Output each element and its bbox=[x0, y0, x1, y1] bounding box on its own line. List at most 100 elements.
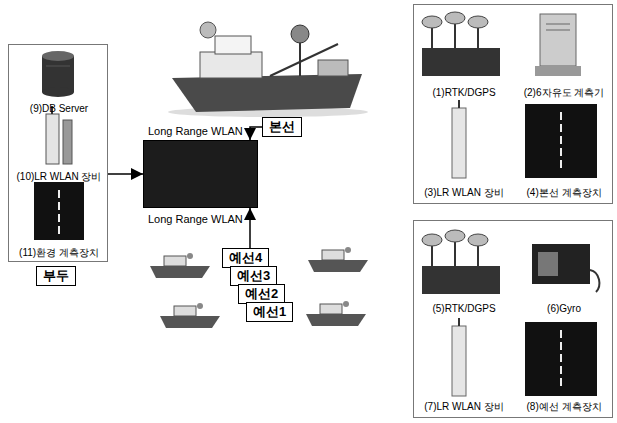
drawing-part bbox=[532, 244, 590, 284]
node-label: 예선3 bbox=[237, 268, 270, 284]
drawing-part bbox=[164, 256, 186, 266]
drawing-part bbox=[546, 30, 570, 31]
drawing-part bbox=[452, 326, 466, 396]
tugboat-picture bbox=[150, 253, 210, 278]
drawing-part bbox=[58, 190, 60, 234]
drawing-part bbox=[200, 22, 216, 38]
drawing-part bbox=[215, 36, 251, 54]
equipment-caption: (6)Gyro bbox=[514, 303, 614, 315]
drawing-part bbox=[431, 28, 433, 48]
equipment-caption: (9)DB Server bbox=[9, 103, 109, 115]
drawing-part bbox=[445, 230, 465, 242]
drawing-part bbox=[422, 266, 500, 294]
computer-icon bbox=[535, 14, 581, 76]
drawing-part bbox=[172, 74, 362, 112]
drawing-part bbox=[477, 246, 479, 266]
drawing-part bbox=[458, 100, 460, 108]
drawing-part bbox=[174, 306, 196, 316]
drawing-part bbox=[197, 303, 203, 309]
drawing-part bbox=[150, 266, 210, 278]
drawing-part bbox=[291, 25, 309, 43]
drawing-part bbox=[445, 12, 465, 24]
gps-receiver-icon bbox=[422, 12, 500, 76]
link-label: Long Range WLAN bbox=[148, 213, 243, 226]
tugboat-picture bbox=[308, 247, 368, 272]
tug-label: 예선2 bbox=[238, 284, 285, 304]
equipment-caption: (10)LR WLAN 장비 bbox=[9, 171, 109, 183]
equipment-caption: (3)LR WLAN 장비 bbox=[414, 187, 514, 199]
gyro-icon bbox=[532, 244, 599, 292]
drawing-part bbox=[468, 16, 488, 28]
drawing-part bbox=[42, 87, 74, 97]
drawing-part bbox=[299, 42, 301, 76]
drawing-part bbox=[525, 322, 597, 396]
wlan-device-icon bbox=[452, 318, 466, 396]
monitor-icon bbox=[525, 322, 597, 396]
equipment-panel: (9)DB Server (10)LR WLAN 장비 (11)환경 계측장치 bbox=[8, 44, 108, 262]
drawing-part bbox=[590, 270, 599, 292]
drawing-part bbox=[458, 318, 460, 326]
tugboat-picture bbox=[160, 303, 220, 328]
monitor-icon bbox=[34, 182, 84, 240]
drawing-part bbox=[345, 247, 351, 253]
wlan-device-icon bbox=[46, 106, 72, 164]
wlan-device-icon bbox=[452, 100, 466, 178]
drawing-part bbox=[46, 114, 59, 164]
drawing-part bbox=[63, 120, 72, 164]
drawing-part bbox=[560, 330, 562, 388]
node-label: 예선1 bbox=[253, 304, 286, 320]
monitor-icon bbox=[525, 104, 597, 178]
drawing-part bbox=[308, 260, 368, 272]
drawing-part bbox=[535, 66, 581, 76]
drawing-part bbox=[477, 28, 479, 48]
drawing-part bbox=[318, 60, 348, 76]
drawing-part bbox=[200, 52, 262, 78]
drawing-part bbox=[560, 112, 562, 170]
equipment-caption: (7)LR WLAN 장비 bbox=[414, 401, 514, 413]
drawing-part bbox=[34, 182, 84, 240]
wireless-link-arrow bbox=[108, 173, 143, 175]
tug-label: 예선1 bbox=[246, 302, 293, 322]
drawing-part bbox=[306, 314, 366, 326]
drawing-part bbox=[431, 246, 433, 266]
drawing-part bbox=[422, 48, 500, 76]
equipment-caption: (1)RTK/DGPS bbox=[414, 87, 514, 99]
tug-label: 예선4 bbox=[222, 248, 269, 268]
node-label: 예선2 bbox=[245, 286, 278, 302]
drawing-part bbox=[525, 104, 597, 178]
drawing-part bbox=[322, 250, 344, 260]
tugboat-picture bbox=[306, 301, 366, 326]
node-label: 부두 bbox=[43, 268, 69, 284]
drawing-part bbox=[540, 14, 576, 66]
gps-receiver-icon bbox=[422, 230, 500, 294]
site-label: 부두 bbox=[36, 266, 76, 286]
link-label: Long Range WLAN bbox=[148, 125, 243, 138]
equipment-caption: (5)RTK/DGPS bbox=[414, 303, 514, 315]
drawing-part bbox=[454, 242, 456, 266]
wireless-link-arrow bbox=[249, 208, 251, 248]
equipment-caption: (11)환경 계측장치 bbox=[9, 247, 109, 259]
network-box: Long Range WLANLong Range WLAN bbox=[143, 140, 258, 208]
drawing-part bbox=[46, 66, 70, 67]
main-ship-picture bbox=[168, 22, 368, 117]
node-label: 예선4 bbox=[229, 250, 262, 266]
drawing-part bbox=[546, 24, 570, 25]
drawing-part bbox=[468, 234, 488, 246]
drawing-part bbox=[538, 252, 558, 276]
drawing-part bbox=[42, 56, 74, 92]
node-label: 본선 bbox=[269, 119, 295, 135]
drawing-part bbox=[187, 253, 193, 259]
wireless-link-arrow bbox=[250, 127, 262, 140]
equipment-panel: (1)RTK/DGPS(2)6자유도 계측기(3)LR WLAN 장비(4)본선… bbox=[413, 4, 613, 204]
drawing-part bbox=[422, 234, 442, 246]
drawing-part bbox=[343, 301, 349, 307]
db-server-icon bbox=[42, 51, 74, 97]
drawing-part bbox=[452, 108, 466, 178]
ship-label: 본선 bbox=[262, 117, 302, 137]
drawing-part bbox=[454, 24, 456, 48]
drawing-part bbox=[270, 44, 338, 76]
